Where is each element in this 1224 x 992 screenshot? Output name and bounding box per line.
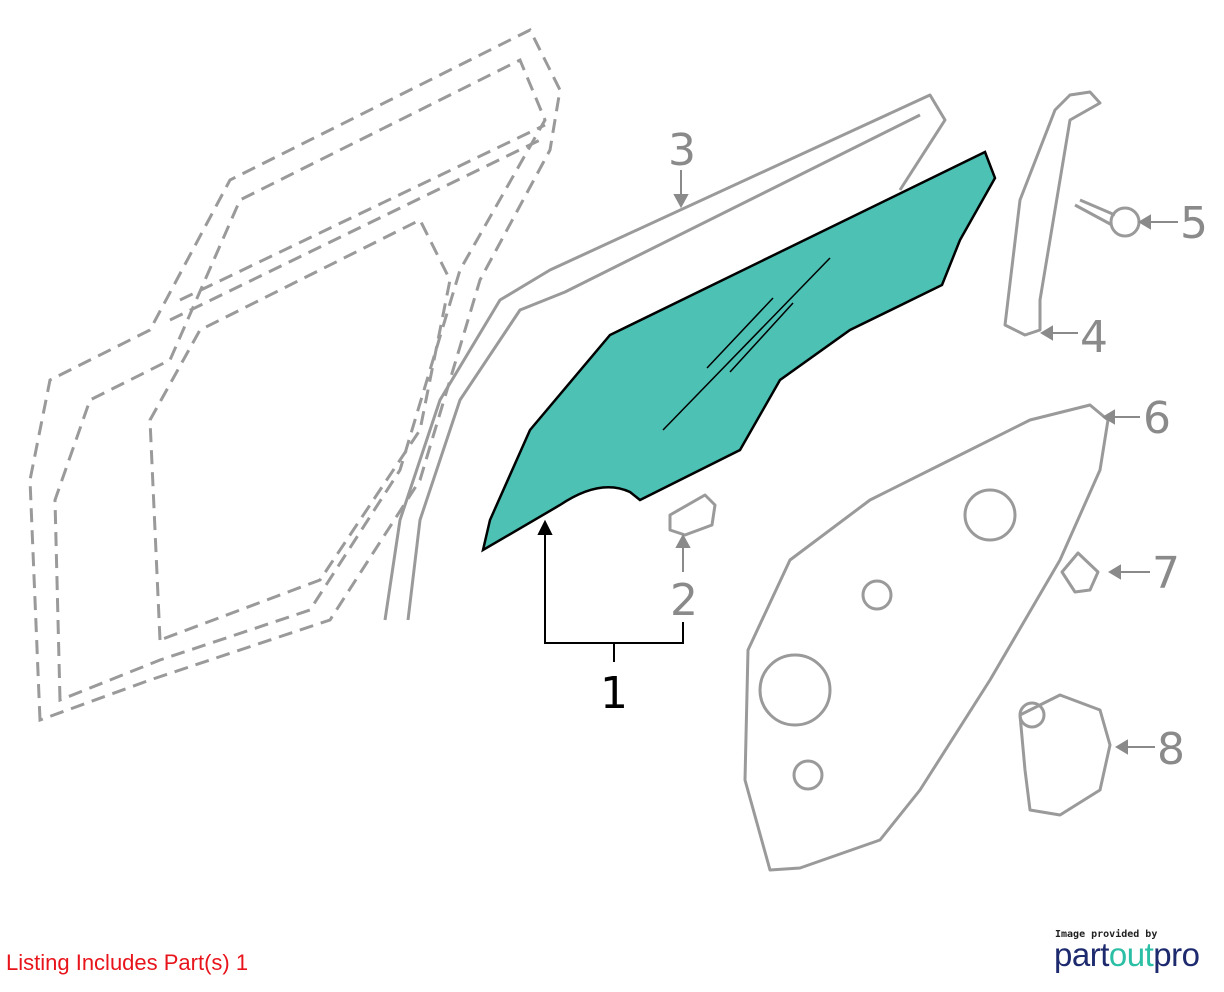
callout-7: 7 [1152, 548, 1180, 599]
regulator-panel-part-6 [743, 403, 1110, 872]
callout-8: 8 [1157, 724, 1185, 775]
callout-2: 2 [670, 575, 698, 626]
nut-part-7 [1060, 551, 1100, 594]
image-credit: Image provided by [1055, 929, 1158, 940]
callout-1: 1 [600, 668, 628, 719]
brand-pro: pro [1153, 936, 1200, 973]
brand-part: part [1054, 936, 1109, 973]
leader-lines [673, 170, 1178, 755]
run-channel-part-3 [383, 93, 947, 621]
clip-part-2 [668, 493, 717, 537]
part-1-bracket [537, 519, 684, 662]
listing-note: Listing Includes Part(s) 1 [6, 950, 249, 975]
bolt-part-5 [1074, 198, 1141, 238]
callout-5: 5 [1180, 198, 1208, 249]
callout-6: 6 [1143, 393, 1171, 444]
door-shell-outline [28, 27, 562, 723]
glass-part-1 [481, 150, 997, 553]
motor-part-8 [1018, 693, 1112, 817]
brand-out: out [1108, 936, 1154, 973]
sash-part-4 [1003, 90, 1102, 337]
partoutpro-logo: partoutpro [1054, 936, 1200, 974]
callout-3: 3 [668, 125, 696, 176]
callout-4: 4 [1080, 312, 1108, 363]
